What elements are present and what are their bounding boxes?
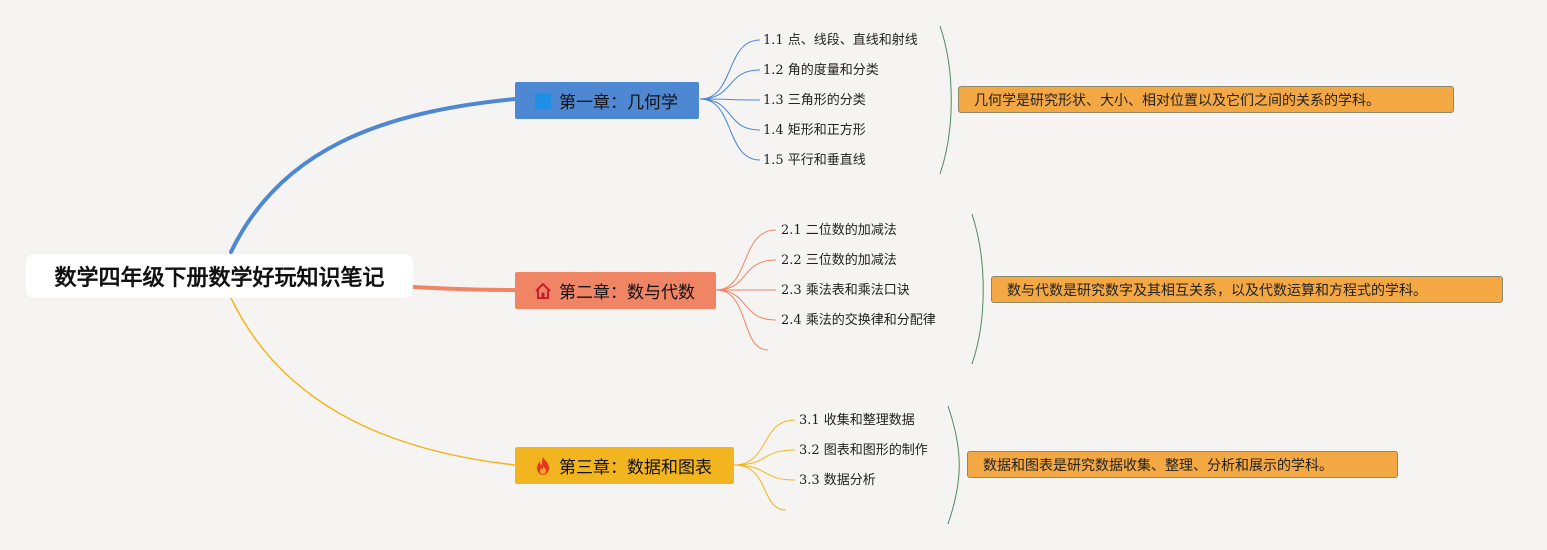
- sub-line-2-1: [715, 229, 777, 291]
- topic-2-3[interactable]: 2.3 乘法表和乘法口诀: [781, 283, 910, 298]
- sub-line-1-4: [699, 98, 761, 131]
- topic-3-3[interactable]: 3.3 数据分析: [799, 473, 876, 488]
- summary-brace-2: [971, 213, 984, 365]
- house-icon: [533, 281, 553, 301]
- topic-3-1[interactable]: 3.1 收集和整理数据: [799, 413, 915, 428]
- branch-line-chapter-3: [230, 297, 516, 466]
- topic-1-5[interactable]: 1.5 平行和垂直线: [763, 153, 866, 168]
- sub-line-2-4: [715, 289, 777, 321]
- topic-1-1[interactable]: 1.1 点、线段、直线和射线: [763, 33, 918, 48]
- chapter-2-label: 第二章：数与代数: [559, 283, 695, 303]
- sub-line-3-4: [733, 464, 787, 511]
- topic-1-4[interactable]: 1.4 矩形和正方形: [763, 123, 866, 138]
- fire-icon: [533, 456, 553, 476]
- topic-2-4[interactable]: 2.4 乘法的交换律和分配律: [781, 313, 936, 328]
- chapter-1-summary[interactable]: 几何学是研究形状、大小、相对位置以及它们之间的关系的学科。: [958, 86, 1454, 113]
- sub-line-1-3: [699, 98, 761, 101]
- topic-2-2[interactable]: 2.2 三位数的加减法: [781, 253, 897, 268]
- chapter-3-node[interactable]: 第三章：数据和图表: [515, 447, 734, 484]
- chapter-3-label: 第三章：数据和图表: [559, 458, 712, 478]
- sub-line-3-3: [733, 464, 796, 481]
- topic-2-1[interactable]: 2.1 二位数的加减法: [781, 223, 897, 238]
- sub-line-2-2: [715, 259, 777, 291]
- sub-line-1-5: [699, 98, 761, 161]
- sub-line-1-2: [699, 69, 761, 100]
- chapter-1-node[interactable]: 第一章：几何学: [515, 82, 699, 119]
- chapter-2-node[interactable]: 第二章：数与代数: [515, 272, 716, 309]
- branch-line-chapter-1: [229, 97, 517, 254]
- root-topic[interactable]: 数学四年级下册数学好玩知识笔记: [26, 254, 413, 298]
- topic-1-3[interactable]: 1.3 三角形的分类: [763, 93, 866, 108]
- chapter-2-summary[interactable]: 数与代数是研究数字及其相互关系，以及代数运算和方程式的学科。: [991, 276, 1503, 303]
- sub-line-3-1: [733, 419, 796, 466]
- sub-line-2-5: [715, 289, 769, 351]
- chapter-1-label: 第一章：几何学: [559, 93, 678, 113]
- sub-line-3-2: [733, 449, 796, 466]
- chapter-3-summary[interactable]: 数据和图表是研究数据收集、整理、分析和展示的学科。: [967, 451, 1398, 478]
- sub-line-1-1: [699, 39, 761, 100]
- summary-brace-3: [947, 405, 960, 525]
- topic-1-2[interactable]: 1.2 角的度量和分类: [763, 63, 879, 78]
- summary-brace-1: [939, 25, 952, 175]
- blue-square-icon: [533, 91, 553, 111]
- topic-3-2[interactable]: 3.2 图表和图形的制作: [799, 443, 928, 458]
- branch-line-chapter-2: [411, 285, 517, 292]
